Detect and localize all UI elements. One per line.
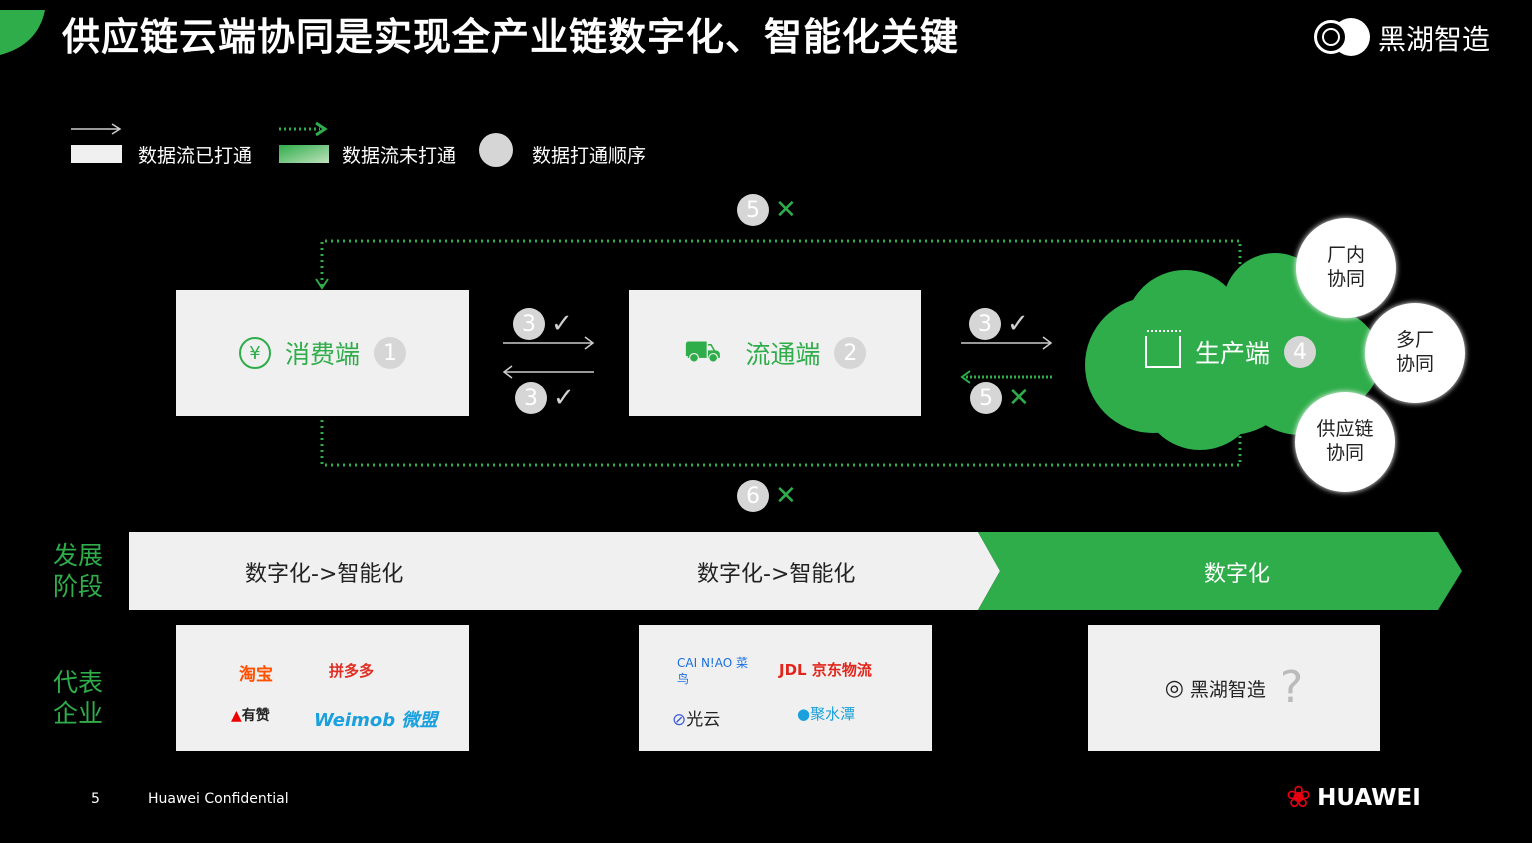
legend-swatch-done — [71, 145, 122, 163]
phase-bar-green — [978, 532, 1462, 610]
consumer-enterprises: 淘宝 拼多多 ▲有赞 Weimob 微盟 — [176, 625, 469, 751]
order-badge: 5 — [737, 194, 769, 226]
weimob-logo: Weimob 微盟 — [314, 710, 438, 731]
logistics-node: ⛟ 流通端 2 — [629, 290, 921, 416]
order-badge: 1 — [374, 337, 406, 369]
huawei-logo: ❀ HUAWEI — [1286, 780, 1421, 815]
bottom-loop-flow — [320, 420, 1242, 467]
taobao-logo: 淘宝 — [239, 665, 273, 685]
water-drop-icon: ● — [797, 705, 811, 723]
jushuitan-logo: ●聚水潭 — [797, 705, 856, 723]
bubble-in-factory: 厂内协同 — [1296, 218, 1396, 318]
truck-icon: ⛟ — [683, 333, 722, 369]
flow-marker-bottom: 6✕ — [737, 480, 797, 512]
legend-done: 数据流已打通 — [138, 145, 253, 167]
order-badge: 4 — [1284, 336, 1317, 368]
check-icon: ✓ — [551, 309, 573, 339]
cross-icon: ✕ — [775, 195, 797, 225]
order-badge: 2 — [834, 337, 867, 369]
jdl-logo: JDL 京东物流 — [779, 661, 872, 679]
order-badge: 3 — [515, 382, 547, 414]
bubble-multi-factory: 多厂协同 — [1365, 303, 1465, 403]
bubble-supply-chain: 供应链协同 — [1295, 392, 1395, 492]
production-label: 生产端 — [1195, 339, 1271, 368]
consumer-label: 消费端 — [284, 340, 360, 369]
check-icon: ✓ — [553, 383, 575, 413]
page-number: 5 — [91, 791, 100, 807]
top-loop-flow — [320, 239, 1242, 286]
enterprise-label: 代表企业 — [53, 668, 104, 728]
legend-not-done: 数据流未打通 — [342, 145, 457, 167]
factory-icon — [1145, 330, 1181, 368]
order-badge: 3 — [513, 308, 545, 340]
stage-label: 发展阶段 — [53, 541, 104, 601]
consumer-node: ¥ 消费端 1 — [176, 290, 469, 416]
heihu-logo-icon — [1314, 18, 1370, 58]
phase-bar-light — [129, 532, 1000, 610]
corner-accent — [0, 10, 45, 55]
production-enterprises: ◎ 黑湖智造 ? — [1088, 625, 1380, 751]
guangyun-logo: ⊘光云 — [672, 710, 721, 730]
flow-marker-l-to-p: 3✓ — [969, 308, 1029, 340]
flow-marker-l-to-c: 3✓ — [515, 382, 575, 414]
production-cloud — [1085, 253, 1380, 450]
flow-marker-top: 5✕ — [737, 194, 797, 226]
hand-yuan-icon: ¥ — [238, 337, 271, 369]
huawei-brand: HUAWEI — [1317, 784, 1421, 811]
thumb-icon: ▲ — [231, 708, 242, 724]
flow-marker-p-to-l: 5✕ — [970, 382, 1030, 414]
huawei-flower-icon: ❀ — [1286, 780, 1312, 815]
youzan-logo: ▲有赞 — [231, 708, 270, 724]
heihu-enterprise-name: 黑湖智造 — [1189, 678, 1266, 701]
legend-order: 数据打通顺序 — [532, 145, 647, 167]
cross-icon: ✕ — [1008, 383, 1030, 413]
legend-swatch-order — [479, 133, 513, 167]
logistics-enterprises: CAI N!AO 菜鸟 JDL 京东物流 ⊘光云 ●聚水潭 — [639, 625, 932, 751]
production-node: 生产端 4 — [1145, 330, 1317, 370]
pinduoduo-logo: 拼多多 — [329, 662, 375, 680]
check-icon: ✓ — [1007, 309, 1029, 339]
heihu-logo-icon-small: ◎ — [1164, 675, 1184, 701]
order-badge: 6 — [737, 480, 769, 512]
order-badge: 3 — [969, 308, 1001, 340]
phase-production: 数字化 — [1204, 562, 1271, 587]
heihu-logo: 黑湖智造 — [1314, 18, 1490, 58]
logistics-label: 流通端 — [745, 340, 821, 369]
cross-icon: ✕ — [775, 481, 797, 511]
question-mark: ? — [1279, 662, 1304, 713]
phase-consumer: 数字化->智能化 — [245, 562, 404, 587]
heihu-logo-text: 黑湖智造 — [1378, 23, 1491, 56]
flow-marker-c-to-l: 3✓ — [513, 308, 573, 340]
order-badge: 5 — [970, 382, 1002, 414]
phase-logistics: 数字化->智能化 — [697, 562, 856, 587]
confidential-label: Huawei Confidential — [148, 791, 289, 807]
legend-swatch-not-done — [279, 145, 329, 163]
cainiao-logo: CAI N!AO 菜鸟 — [677, 656, 748, 686]
guangyun-icon: ⊘ — [672, 710, 687, 730]
page-title: 供应链云端协同是实现全产业链数字化、智能化关键 — [62, 15, 960, 59]
